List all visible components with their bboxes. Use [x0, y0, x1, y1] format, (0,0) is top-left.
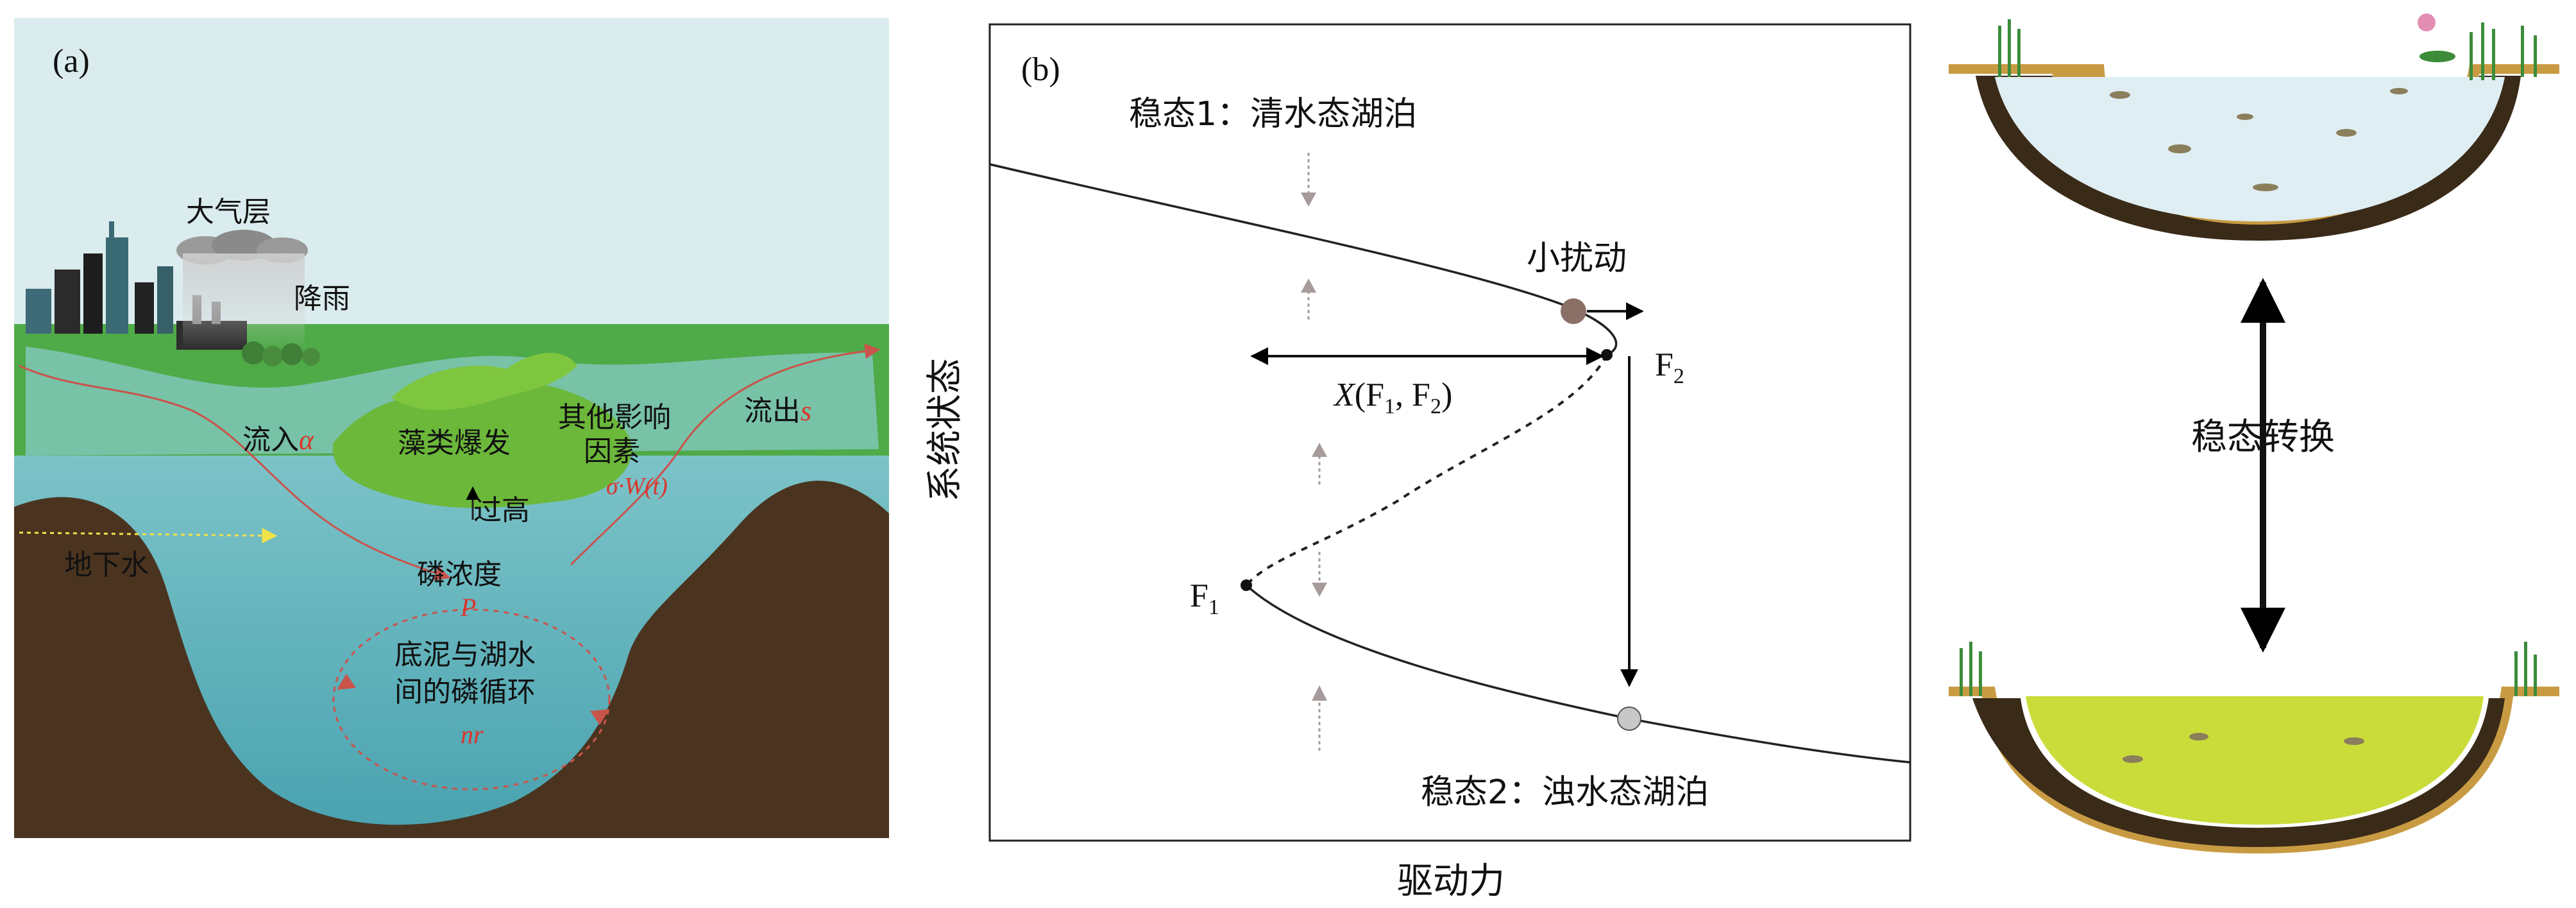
clear-lake-water	[1995, 77, 2505, 221]
outflow-arrow	[570, 343, 881, 566]
upper-stable-branch	[989, 163, 1618, 356]
cycle-arrowhead-left	[337, 674, 356, 690]
distance-x: X	[1333, 377, 1356, 413]
inflow-symbol: α	[299, 424, 314, 456]
outflow-label: 流出s	[744, 395, 811, 427]
algae-bloom-area	[332, 373, 632, 508]
turbid-lake-water	[2026, 696, 2484, 825]
atmosphere-label: 大气层	[186, 196, 271, 228]
lower-stable-branch	[1245, 584, 1911, 764]
f2-label: F2	[1655, 347, 1684, 388]
phosphorus-symbol: P	[460, 593, 476, 622]
distance-open: (F	[1355, 377, 1384, 413]
cycle-line1: 底泥与湖水	[394, 638, 536, 671]
algae-bloom-label: 藻类爆发	[398, 427, 511, 459]
algae-bloom-highlight	[391, 352, 577, 410]
groundwater-label: 地下水	[64, 549, 149, 581]
lake-basin	[14, 456, 889, 825]
distance-sep: , F	[1395, 377, 1430, 413]
distance-sub1: 1	[1384, 395, 1395, 418]
turbid-lake-plants	[1960, 642, 2537, 696]
f2-point	[1601, 349, 1613, 361]
panel-b: (b) 稳态1：清水态湖泊 稳态2：浊水态湖泊 小扰动 F2 F1 X(F1, …	[924, 23, 1911, 902]
y-axis-label: 系统状态	[924, 358, 966, 502]
f1-label: F1	[1190, 578, 1219, 619]
other-factors-line1: 其他影响	[558, 401, 671, 434]
trees-icon	[242, 341, 320, 366]
outflow-text: 流出	[744, 395, 801, 427]
f1-point	[1241, 579, 1252, 591]
lotus-leaf-icon	[2419, 51, 2455, 62]
vector-field-arrows	[1301, 153, 1327, 751]
cycle-line2: 间的磷循环	[394, 676, 536, 708]
turbid-lake-illustration	[1949, 642, 2559, 853]
inflow-arrow	[19, 364, 451, 581]
rain-cloud-icon	[176, 230, 308, 350]
inflow-label: 流入α	[242, 424, 314, 456]
turbid-lake-sediment	[1972, 698, 2505, 847]
plot-frame	[988, 23, 1911, 842]
distance-close: )	[1441, 377, 1452, 413]
phosphorus-cycle-loop	[332, 608, 611, 791]
city-skyline-icon	[26, 221, 173, 334]
distance-sub2: 2	[1430, 395, 1441, 418]
state1-label: 稳态1：清水态湖泊	[1129, 95, 1417, 133]
cycle-arrowhead-right	[590, 709, 609, 725]
panel-a-label: (a)	[53, 43, 90, 80]
phosphorus-label: 磷浓度	[417, 558, 502, 591]
turbid-state-marker	[1617, 707, 1641, 731]
panel-c: 稳态转换	[1949, 13, 2559, 853]
distance-label: X(F1, F2)	[1333, 377, 1452, 418]
f2-letter: F	[1655, 347, 1674, 383]
other-factors-line2: 因素	[584, 435, 640, 468]
cycle-symbol: nr	[461, 720, 484, 749]
small-perturbation-label: 小扰动	[1527, 239, 1627, 278]
turbid-lake-fish-icons	[2123, 733, 2364, 763]
panel-a: (a) 大气层 降雨 流入α 流出s 藻类爆发 过高 其他影响 因素 σ·W(t…	[14, 18, 889, 838]
state2-label: 稳态2：浊水态湖泊	[1421, 773, 1709, 812]
lotus-flower-icon	[2418, 13, 2436, 31]
perturbed-state-marker	[1561, 298, 1586, 324]
f1-subscript: 1	[1208, 595, 1219, 619]
regime-shift-label: 稳态转换	[2191, 416, 2335, 458]
inflow-text: 流入	[242, 424, 299, 456]
x-axis-label: 驱动力	[1397, 861, 1505, 902]
f2-subscript: 2	[1674, 364, 1684, 388]
outflow-symbol: s	[801, 395, 811, 427]
clear-lake-illustration	[1949, 13, 2559, 241]
f1-letter: F	[1190, 578, 1208, 614]
clear-lake-fish-icons	[2110, 88, 2408, 191]
noise-term: σ·W(t)	[606, 473, 668, 500]
too-high-label: 过高	[473, 494, 530, 527]
clear-lake-plants	[1998, 19, 2537, 80]
panel-b-label: (b)	[1021, 51, 1060, 88]
rain-label: 降雨	[294, 282, 350, 315]
unstable-branch	[1245, 354, 1608, 587]
